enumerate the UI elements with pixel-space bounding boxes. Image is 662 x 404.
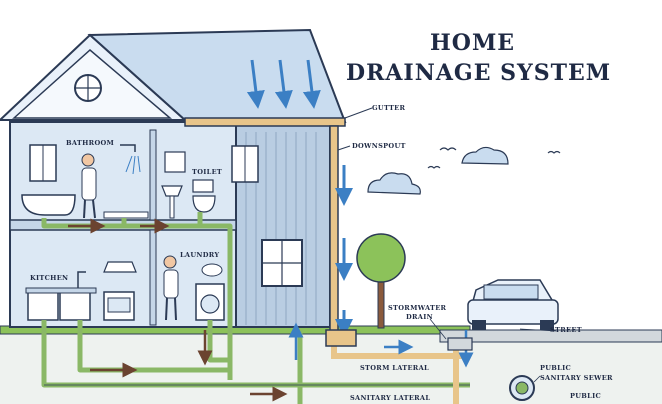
stormwater-drain [325, 329, 357, 347]
kitchen-room [25, 261, 137, 321]
label-stormwater-drain-line1: STORMWATER [388, 304, 447, 312]
storm-inlet [447, 337, 473, 351]
label-downspout: DOWNSPOUT [352, 142, 406, 150]
diagram-title-line1: HOME [430, 30, 516, 56]
label-sanitary-lateral: SANITARY LATERAL [350, 394, 431, 402]
label-gutter: GUTTER [372, 104, 406, 112]
label-bathroom: BATHROOM [66, 139, 115, 147]
birds [427, 147, 561, 169]
diagram-title-line2: DRAINAGE SYSTEM [346, 60, 612, 86]
rain-arrows [246, 59, 321, 109]
leader-lines [429, 318, 557, 383]
gutter [184, 107, 373, 127]
clouds [367, 146, 509, 195]
public-sanitary-sewer [509, 375, 535, 401]
person-bathing [81, 153, 95, 167]
bathroom-room [21, 144, 149, 219]
tree [356, 233, 406, 329]
house-roof [0, 28, 347, 124]
label-kitchen: KITCHEN [30, 274, 69, 282]
label-street: STREET [550, 326, 582, 334]
label-public-sanitary-sewer-line2: SANITARY SEWER [540, 374, 613, 382]
label-storm-lateral: STORM LATERAL [360, 364, 429, 372]
car [467, 279, 559, 330]
label-public-storm-line1: PUBLIC [570, 392, 602, 400]
label-laundry: LAUNDRY [180, 251, 220, 259]
toilet-room [161, 145, 259, 219]
label-stormwater-drain-line2: DRAIN [406, 313, 433, 321]
laundry-room [163, 255, 225, 321]
label-public-sanitary-sewer-line1: PUBLIC [540, 364, 572, 372]
waste-flow-arrows [68, 218, 288, 402]
label-toilet: TOILET [192, 168, 223, 176]
person-laundry [163, 255, 177, 269]
downspout [329, 125, 351, 337]
